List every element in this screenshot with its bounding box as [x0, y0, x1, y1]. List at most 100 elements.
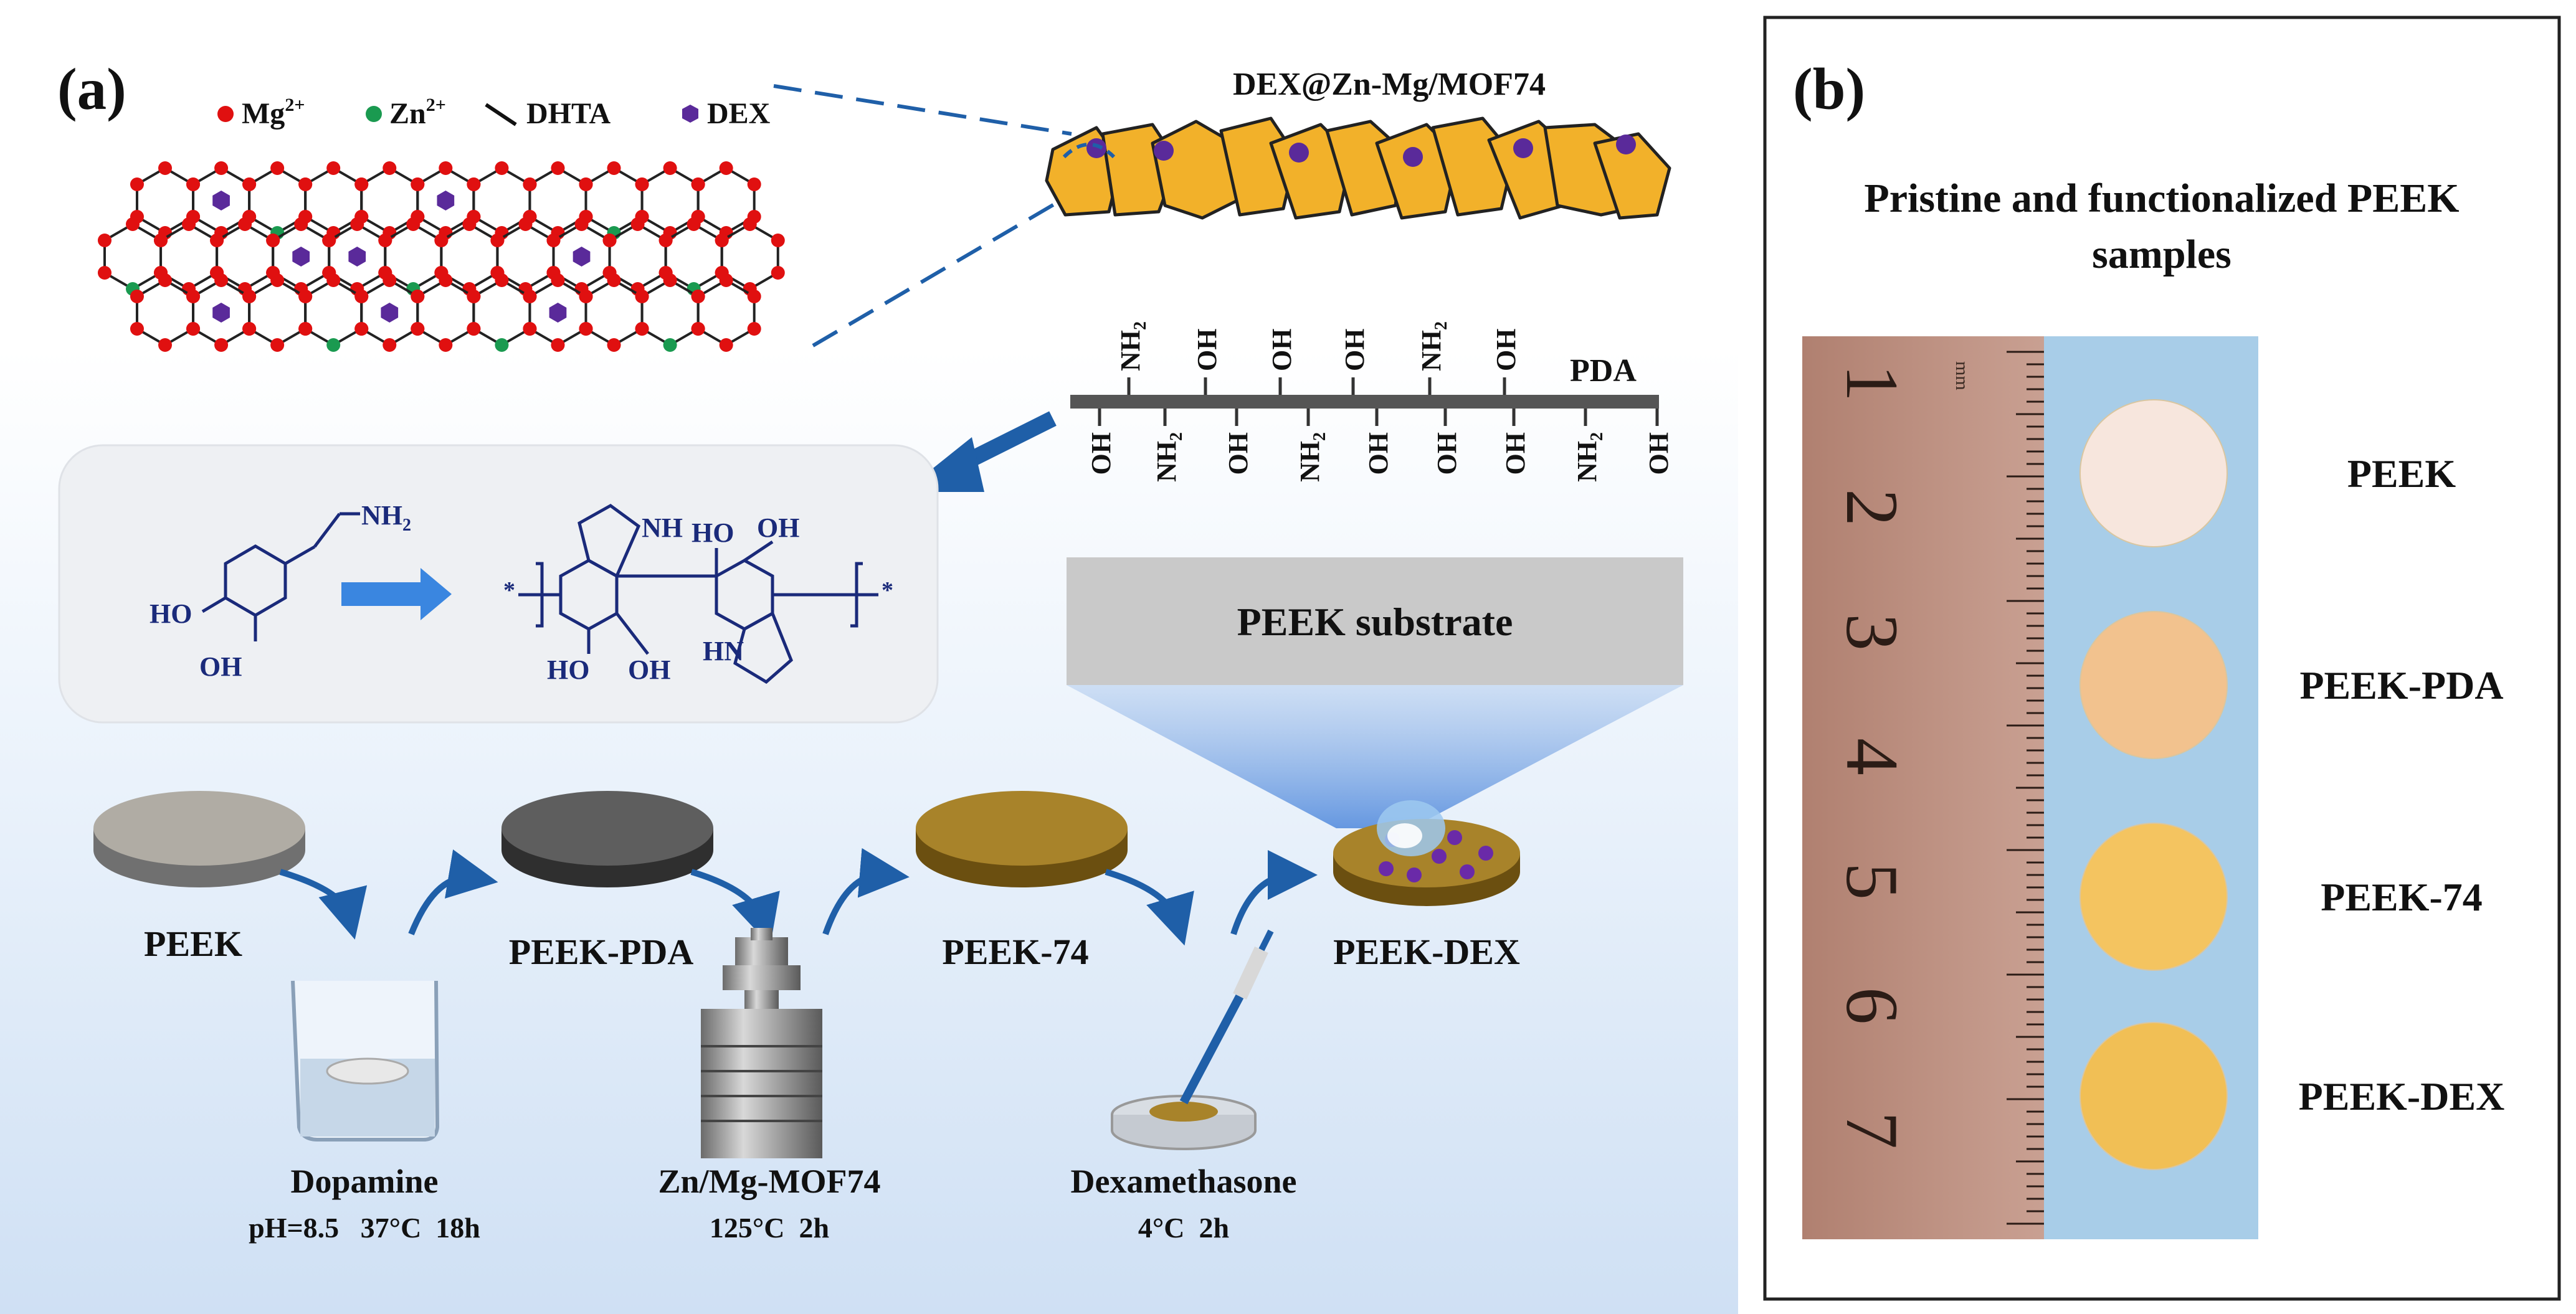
mg-node — [663, 273, 677, 287]
mg-node — [579, 177, 593, 191]
dopamine-polymerization-box: NH2 HO OH * — [58, 444, 939, 724]
mg-node — [434, 234, 449, 247]
mg-node — [242, 290, 257, 303]
nh2-group: NH2 — [1151, 432, 1186, 482]
oh-group: OH — [1363, 432, 1394, 475]
mg-node — [579, 290, 593, 303]
crystal-dex — [1154, 141, 1174, 161]
mg-node — [747, 177, 761, 191]
dhta-legend-line — [485, 103, 517, 126]
mg-node — [186, 290, 201, 303]
mg-node — [354, 322, 369, 336]
mg-node — [462, 217, 477, 231]
oh-group: OH — [1339, 329, 1370, 371]
mg-node — [411, 177, 425, 191]
mg-node — [635, 177, 649, 191]
poly-star-left: * — [503, 577, 515, 603]
disc-peek-pda — [501, 791, 713, 887]
mg-node — [130, 177, 144, 191]
poly-oh-top-left: HO — [692, 518, 734, 548]
crystal-dex — [1403, 147, 1423, 167]
legend-dhta: DHTA — [526, 97, 611, 130]
mg-node — [158, 161, 172, 175]
mg-node — [495, 273, 509, 287]
mg-node — [186, 177, 201, 191]
zn-node — [663, 338, 677, 352]
mg-node — [182, 217, 196, 231]
mof-lattice — [97, 161, 785, 352]
zoom-circle — [1062, 143, 1116, 159]
mg-node — [439, 161, 453, 175]
mg-node — [326, 273, 341, 287]
mg-node — [383, 273, 397, 287]
sample-label: PEEK-74 — [2321, 875, 2483, 919]
mg-node — [214, 338, 229, 352]
mg-node — [214, 161, 229, 175]
condition-detail-2: 125°C 2h — [710, 1212, 829, 1244]
ruler-ticks — [2007, 351, 2044, 1225]
condition-detail-3: 4°C 2h — [1138, 1212, 1229, 1244]
mg-node — [97, 266, 112, 280]
mg-node — [691, 290, 705, 303]
dex-molecule — [549, 303, 567, 323]
mg-node — [158, 338, 172, 352]
mg-node — [326, 161, 341, 175]
mg-node — [378, 234, 392, 247]
mg-node — [546, 234, 561, 247]
zoom-line-bottom — [812, 185, 1085, 347]
reaction-arrow-head — [421, 568, 452, 620]
polydopamine-structure — [518, 504, 878, 684]
sample-label: PEEK-DEX — [2299, 1074, 2505, 1118]
condition-title-2: Zn/Mg-MOF74 — [658, 1163, 881, 1200]
legend-dex: DEX — [707, 97, 771, 130]
mg-node — [270, 161, 285, 175]
mg-node — [158, 273, 172, 287]
oh-group: OH — [1643, 432, 1674, 475]
beaker-icon — [291, 980, 440, 1141]
mg-node — [523, 290, 537, 303]
zn-legend-dot — [366, 106, 382, 122]
dopamine-oh: OH — [199, 651, 242, 682]
disc-peek-dex — [1333, 800, 1520, 906]
chem-box — [58, 444, 939, 724]
peek-substrate-block — [1067, 557, 1683, 685]
mg-node — [130, 322, 144, 336]
mg-node — [719, 338, 733, 352]
panel-b-label: (b) — [1793, 56, 1865, 122]
condition-title-3: Dexamethasone — [1071, 1163, 1297, 1200]
poly-nh: NH — [642, 513, 683, 543]
mg-node — [467, 290, 481, 303]
mof-crystals — [1045, 116, 1671, 220]
mg-node — [411, 290, 425, 303]
mg-node — [383, 338, 397, 352]
oh-group: OH — [1267, 329, 1297, 371]
mg-node — [298, 290, 313, 303]
zn-node — [326, 338, 341, 352]
condition-title-1: Dopamine — [290, 1163, 438, 1200]
dex-molecule — [292, 247, 310, 267]
ruler-number: 7 — [1831, 1112, 1914, 1149]
mg-node — [747, 322, 761, 336]
crystal-dex — [1086, 138, 1106, 158]
disc-peek — [93, 791, 305, 887]
mg-node — [691, 322, 705, 336]
mg-node — [130, 290, 144, 303]
mg-node — [691, 177, 705, 191]
mg-node — [551, 161, 565, 175]
legend-zn: Zn2+ — [389, 95, 446, 130]
mg-node — [467, 177, 481, 191]
mg-node — [411, 322, 425, 336]
crystal-dex — [1616, 135, 1636, 154]
sample-label: PEEK — [2347, 451, 2456, 496]
zoom-line-top — [773, 84, 1072, 136]
mg-node — [607, 161, 621, 175]
mg-node — [719, 161, 733, 175]
sample-disc — [2079, 1022, 2228, 1170]
dex-molecule — [212, 303, 230, 323]
mg-node — [186, 322, 201, 336]
mg-node — [298, 177, 313, 191]
